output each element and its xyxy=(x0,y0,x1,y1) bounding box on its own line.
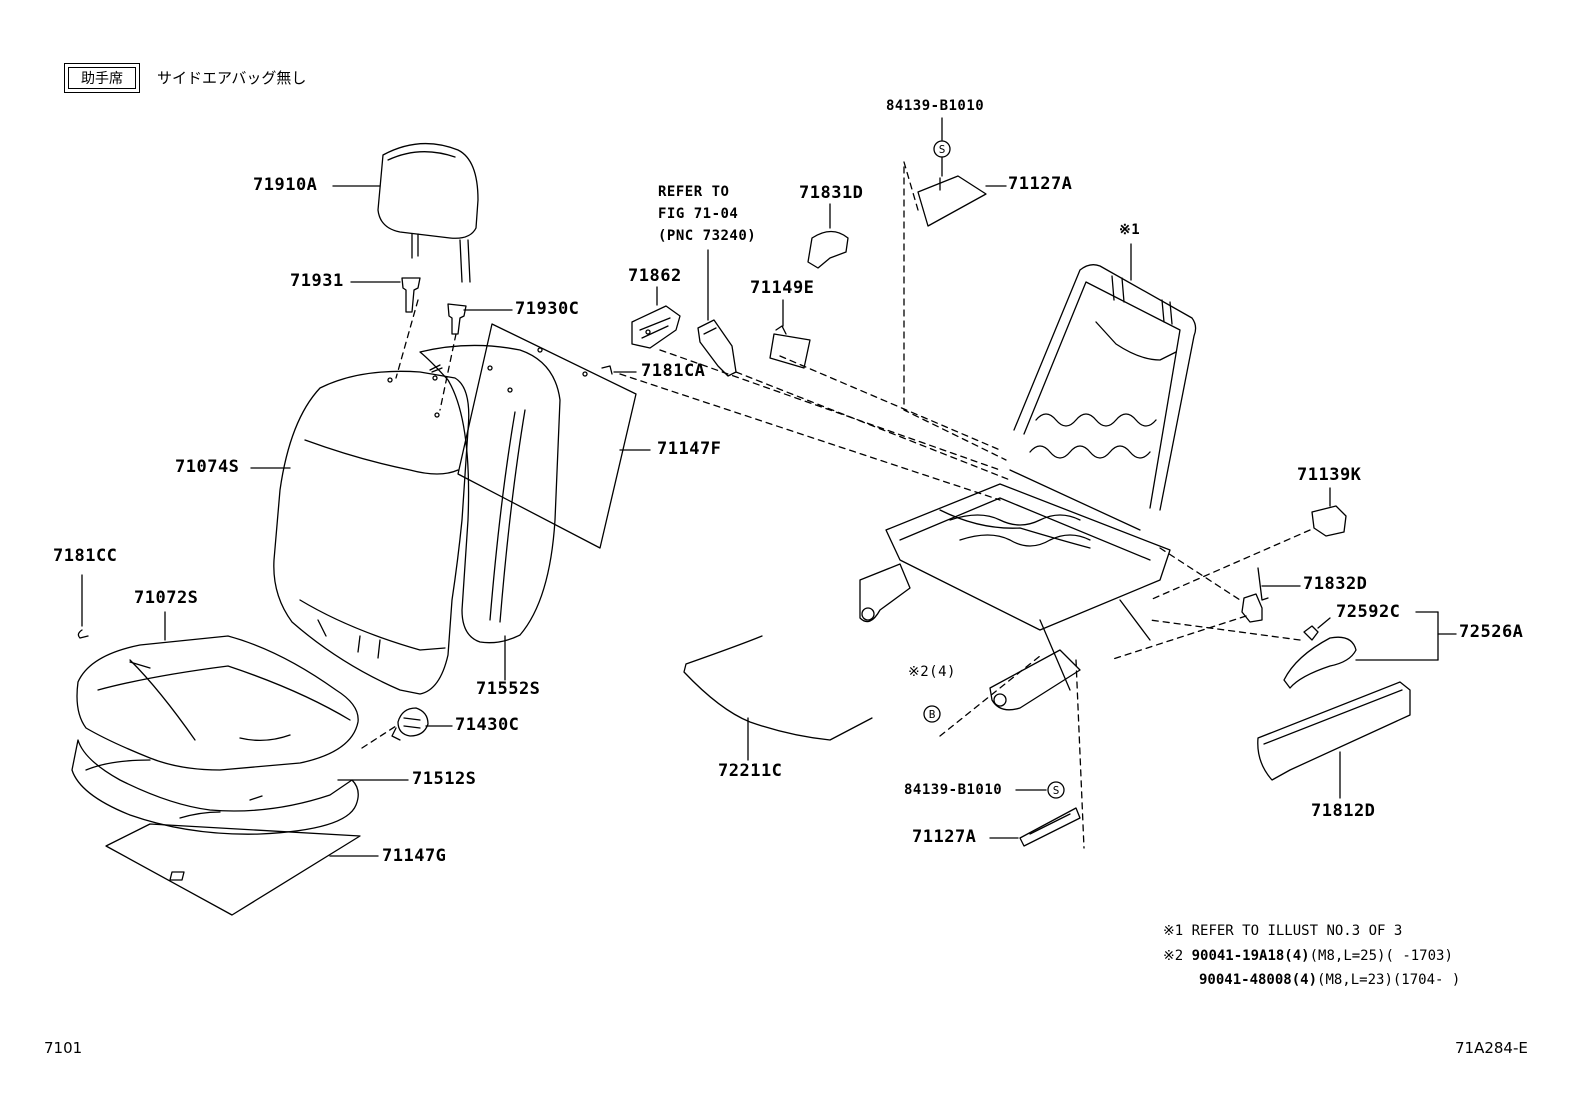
part-label-71931: 71931 xyxy=(290,271,344,291)
s-marker-bottom: S xyxy=(1053,784,1060,797)
position-label-box: 助手席 xyxy=(64,63,140,93)
leader-lines xyxy=(81,117,1457,857)
cushion-cover-drawing xyxy=(76,635,359,771)
footnote-2-spec: (M8,L=25)( -1703) xyxy=(1309,948,1453,964)
part-label-72592c: 72592C xyxy=(1336,602,1401,622)
bracket-71862-drawing xyxy=(631,305,681,349)
grommet-drawing xyxy=(391,707,429,741)
wire-72211c-drawing xyxy=(683,635,873,741)
note-mark-2: ※2(4) xyxy=(908,664,956,680)
seatback-cover-drawing xyxy=(273,370,470,695)
part-label-71074s: 71074S xyxy=(175,457,240,477)
variant-description: サイドエアバッグ無し xyxy=(157,69,307,87)
part-label-72526a: 72526A xyxy=(1459,622,1524,642)
side-cover-71812d-drawing xyxy=(1257,681,1411,781)
footnote-2-part: 90041-19A18(4) xyxy=(1191,948,1310,964)
footnote-1: ※1 REFER TO ILLUST NO.3 OF 3 xyxy=(1163,923,1403,939)
part-label-71430c: 71430C xyxy=(455,715,520,735)
cover-71127a-bottom-drawing xyxy=(1019,807,1081,847)
footnote-2-prefix: ※2 xyxy=(1163,948,1192,964)
part-label-71512s: 71512S xyxy=(412,769,477,789)
cover-71831d-drawing xyxy=(807,230,849,269)
cover-71139k-drawing xyxy=(1311,505,1347,537)
part-label-71831d: 71831D xyxy=(799,183,864,203)
cushion-pad-drawing xyxy=(71,739,359,835)
part-label-71147f: 71147F xyxy=(657,439,722,459)
footnote-2: ※2 90041-19A18(4)(M8,L=25)( -1703) xyxy=(1163,949,1453,963)
seatback-pad-drawing xyxy=(419,344,561,644)
refer-note-line1: REFER TO xyxy=(658,184,730,200)
b-marker-circle xyxy=(923,705,941,723)
part-label-71930c: 71930C xyxy=(515,299,580,319)
seatback-board-drawing xyxy=(457,323,637,549)
part-label-72211c: 72211C xyxy=(718,761,783,781)
seat-belt-buckle-drawing xyxy=(697,249,737,377)
b-marker: B xyxy=(929,708,936,721)
part-label-71127a-bottom: 71127A xyxy=(912,827,977,847)
headrest-drawing xyxy=(377,142,479,283)
s-marker-bottom-circle xyxy=(1047,781,1065,799)
part-label-84139-top: 84139-B1010 xyxy=(886,98,985,114)
cover-71127a-top-drawing xyxy=(917,175,987,227)
s-marker-top-circle xyxy=(933,140,951,158)
figure-number: 7101 xyxy=(44,1039,83,1057)
part-label-71552s: 71552S xyxy=(476,679,541,699)
refer-note-line3: (PNC 73240) xyxy=(658,228,757,244)
lever-71832d-drawing xyxy=(1241,567,1269,623)
part-label-7181ca: 7181CA xyxy=(641,361,706,381)
headrest-guides xyxy=(401,277,467,335)
part-label-7181cc: 7181CC xyxy=(53,546,118,566)
part-label-71910a: 71910A xyxy=(253,175,318,195)
cushion-sheet-drawing xyxy=(105,823,361,916)
spring-72592c-drawing xyxy=(1303,625,1319,641)
part-label-71147g: 71147G xyxy=(382,846,447,866)
handle-72526a-drawing xyxy=(1283,636,1357,689)
part-label-71149e: 71149E xyxy=(750,278,815,298)
part-label-71812d: 71812D xyxy=(1311,801,1376,821)
position-label: 助手席 xyxy=(68,67,136,89)
refer-note-line2: FIG 71-04 xyxy=(658,206,739,222)
footnote-3-part: 90041-48008(4) xyxy=(1199,972,1318,988)
footnote-3-spec: (M8,L=23)(1704- ) xyxy=(1317,972,1461,988)
part-label-71832d: 71832D xyxy=(1303,574,1368,594)
clip-7181ca-drawing xyxy=(601,365,613,375)
note-mark-1: ※1 xyxy=(1119,222,1141,238)
clip-71149e-drawing xyxy=(769,325,811,369)
footnote-3: 90041-48008(4)(M8,L=23)(1704- ) xyxy=(1199,973,1460,987)
part-label-71072s: 71072S xyxy=(134,588,199,608)
part-label-71139k: 71139K xyxy=(1297,465,1362,485)
clip-7181cc-drawing xyxy=(77,629,89,639)
part-label-71127a-top: 71127A xyxy=(1008,174,1073,194)
assembly-dashed-lines xyxy=(361,161,1311,849)
part-label-84139-bottom: 84139-B1010 xyxy=(904,782,1003,798)
part-label-71862: 71862 xyxy=(628,266,682,286)
seat-frame-drawing xyxy=(859,264,1197,711)
s-marker-top: S xyxy=(939,143,946,156)
illustration-code: 71A284-E xyxy=(1455,1039,1528,1057)
